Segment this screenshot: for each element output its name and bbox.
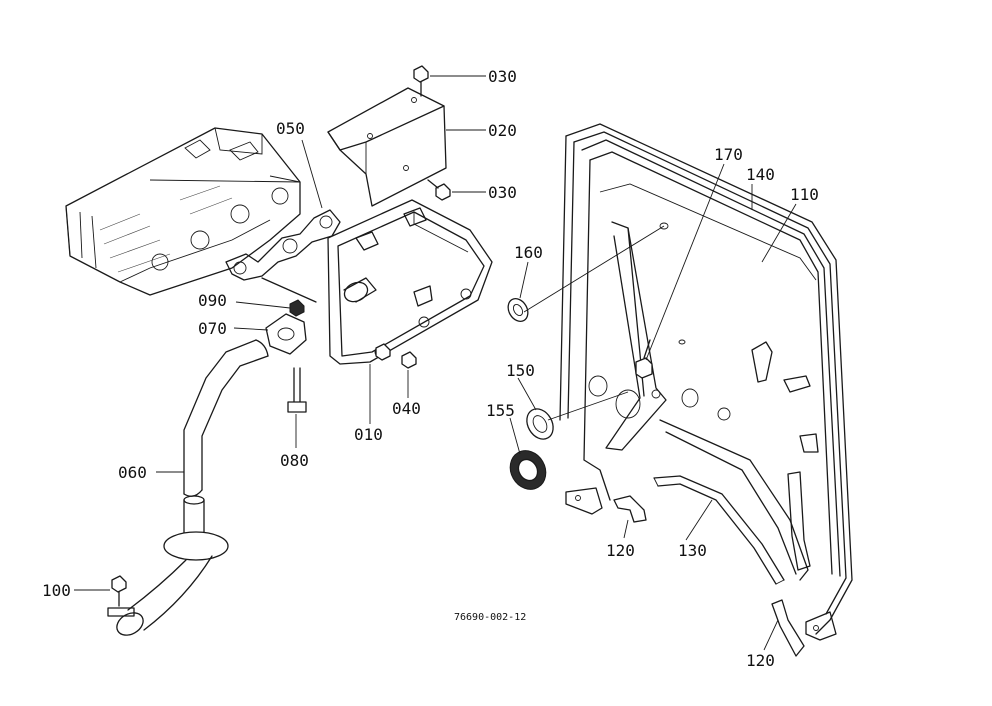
seal-150 xyxy=(526,408,554,440)
callout-080: 080 xyxy=(280,451,309,470)
hood-panel-110 xyxy=(559,123,853,641)
callout-155: 155 xyxy=(486,401,515,420)
engine-block xyxy=(65,127,301,296)
clip-120-left xyxy=(613,495,647,523)
bolt-030-top xyxy=(413,65,429,97)
callout-010: 010 xyxy=(354,425,383,444)
bolt-100 xyxy=(107,575,135,617)
heat-cover-020 xyxy=(327,87,447,207)
callout-labels: 030 020 050 030 170 140 110 160 090 070 … xyxy=(42,67,819,670)
stud-nut-090 xyxy=(261,277,317,317)
callout-150: 150 xyxy=(506,361,535,380)
callout-130: 130 xyxy=(678,541,707,560)
callout-160: 160 xyxy=(514,243,543,262)
bolt-030-mid xyxy=(427,179,451,201)
clip-120-bottom xyxy=(771,599,805,657)
callout-120-left: 120 xyxy=(606,541,635,560)
nut-040 xyxy=(375,343,417,369)
gasket-050 xyxy=(225,209,341,281)
callout-020: 020 xyxy=(488,121,517,140)
leader-lines xyxy=(74,75,797,651)
callout-070: 070 xyxy=(198,319,227,338)
callout-140: 140 xyxy=(746,165,775,184)
tail-pipe-060 xyxy=(116,339,269,636)
callout-050: 050 xyxy=(276,119,305,138)
callout-170: 170 xyxy=(714,145,743,164)
callout-030-mid: 030 xyxy=(488,183,517,202)
callout-100: 100 xyxy=(42,581,71,600)
flange-070 xyxy=(265,313,307,355)
grommet-160 xyxy=(507,298,529,322)
callout-090: 090 xyxy=(198,291,227,310)
seal-strip-130 xyxy=(653,475,785,585)
grommet-155 xyxy=(509,450,547,490)
callout-030-top: 030 xyxy=(488,67,517,86)
muffler-010 xyxy=(327,199,493,365)
callout-120-bottom: 120 xyxy=(746,651,775,670)
bolt-080 xyxy=(287,367,307,413)
callout-110: 110 xyxy=(790,185,819,204)
stud-170 xyxy=(635,339,653,379)
drawing-number: 76690-002-12 xyxy=(454,612,526,623)
callout-040: 040 xyxy=(392,399,421,418)
callout-060: 060 xyxy=(118,463,147,482)
